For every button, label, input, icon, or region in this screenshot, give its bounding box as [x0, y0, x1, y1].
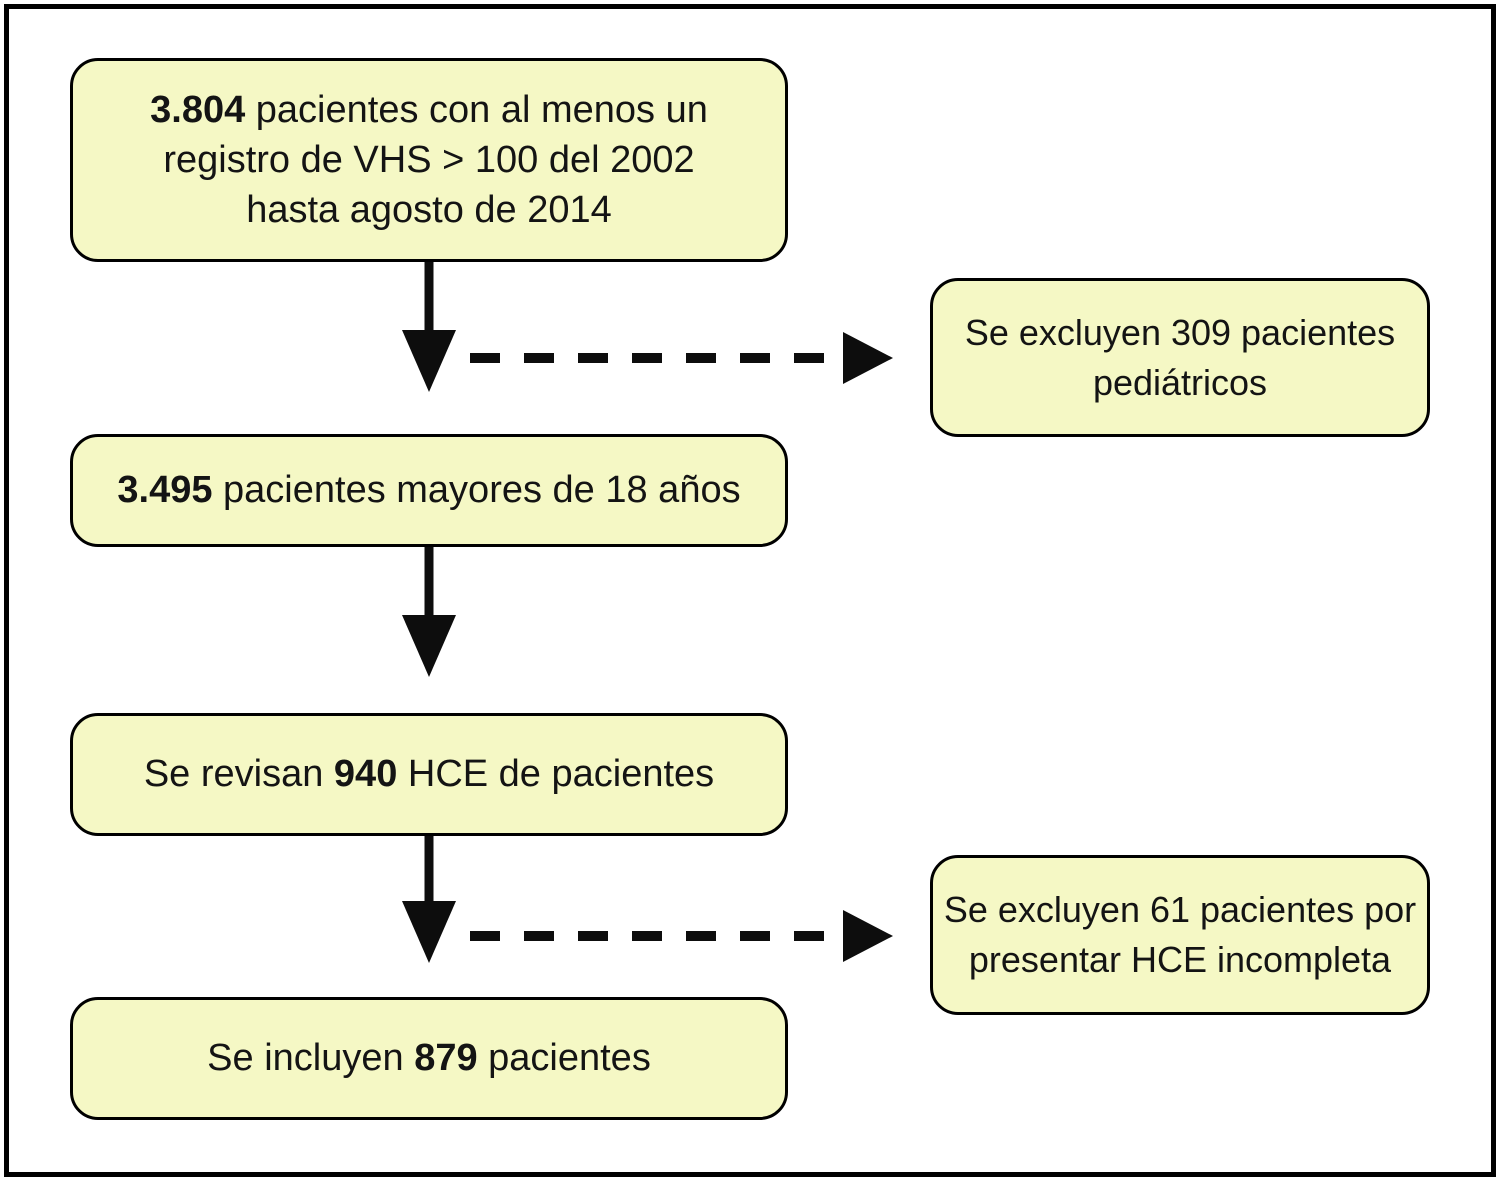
flow-node-included-patients-text: Se incluyen 879 pacientes — [207, 1037, 651, 1080]
flow-node-adult-patients-text: 3.495 pacientes mayores de 18 años — [117, 469, 741, 512]
flow-node-reviewed-records: Se revisan 940 HCE de pacientes — [70, 713, 788, 836]
down-arrow-2-icon — [402, 547, 456, 677]
flow-node-included-patients: Se incluyen 879 pacientes — [70, 997, 788, 1120]
included-patients-count: 879 — [414, 1037, 478, 1080]
exclusion-dashed-arrow-2-icon — [470, 910, 893, 962]
adult-patients-count: 3.495 — [117, 469, 213, 512]
exclusion-node-pediatric-text: Se excluyen 309 pacientes pediátricos — [964, 311, 1396, 403]
down-arrow-1-icon — [402, 262, 456, 392]
flow-node-initial-cohort: 3.804 pacientes con al menos un registro… — [70, 58, 788, 262]
flow-node-initial-cohort-text: 3.804 pacientes con al menos un registro… — [150, 88, 708, 232]
exclusion-node-incomplete-hce-text: Se excluyen 61 pacientes por presentar H… — [943, 889, 1417, 980]
flow-node-reviewed-records-text: Se revisan 940 HCE de pacientes — [143, 753, 715, 796]
down-arrow-3-icon — [402, 836, 456, 963]
flow-node-adult-patients: 3.495 pacientes mayores de 18 años — [70, 434, 788, 547]
exclusion-node-pediatric: Se excluyen 309 pacientes pediátricos — [930, 278, 1430, 437]
exclusion-node-incomplete-hce: Se excluyen 61 pacientes por presentar H… — [930, 855, 1430, 1015]
reviewed-records-count: 940 — [333, 753, 398, 796]
exclusion-dashed-arrow-1-icon — [470, 332, 893, 384]
initial-cohort-count: 3.804 — [150, 88, 246, 131]
